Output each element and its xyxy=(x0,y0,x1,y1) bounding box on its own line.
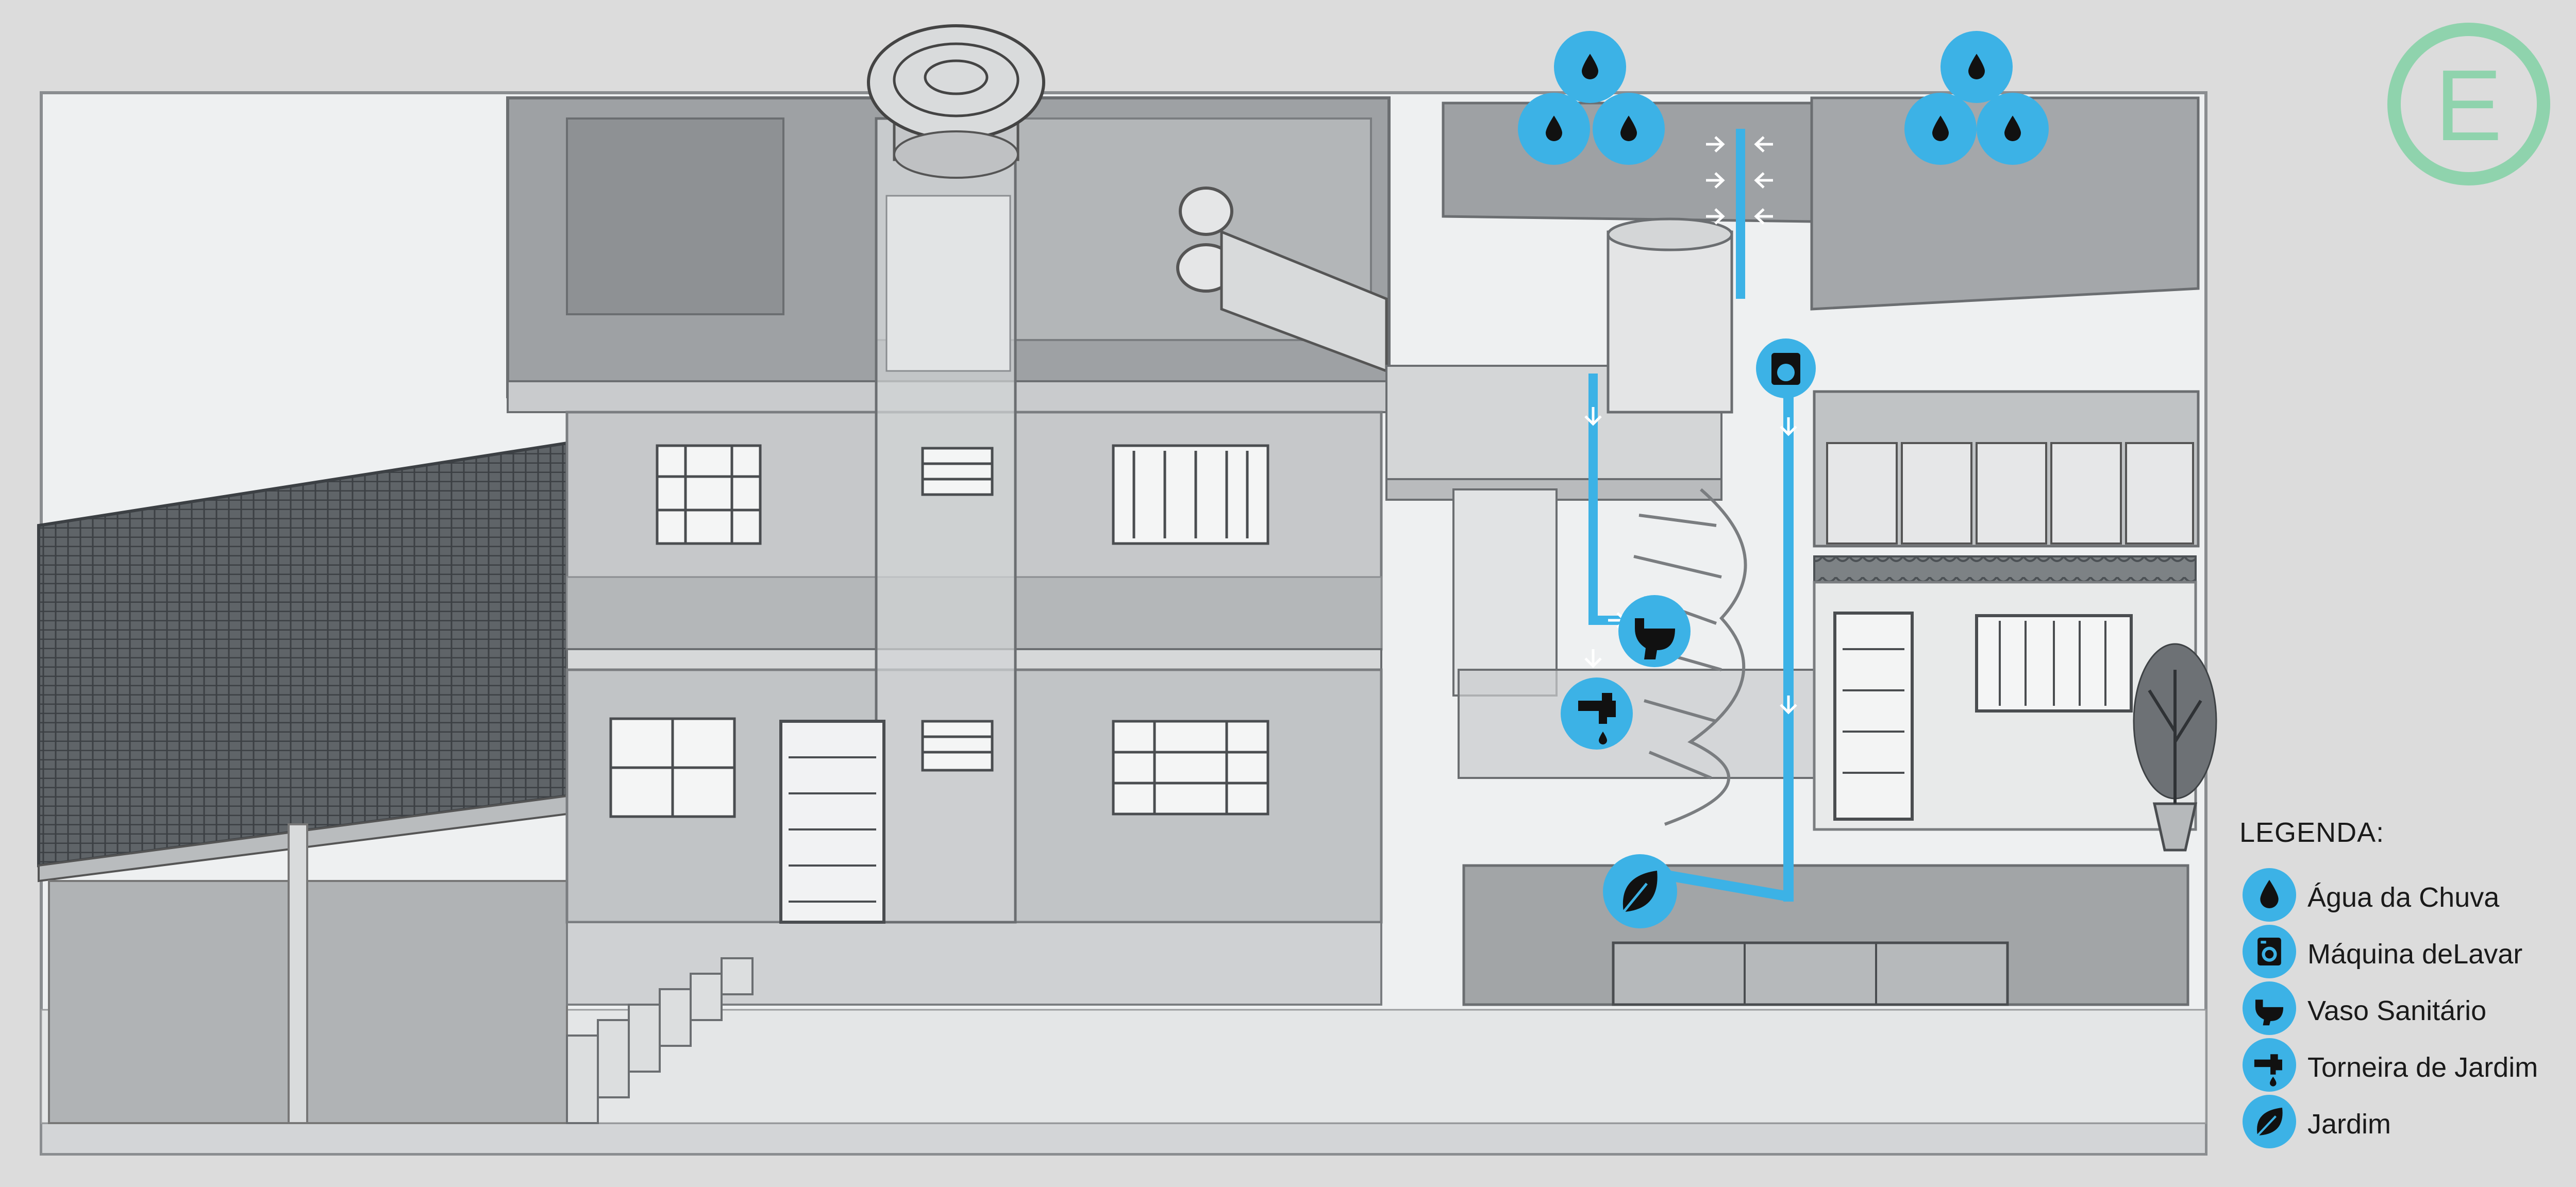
leaf-icon xyxy=(2243,1095,2296,1148)
washing-machine-marker xyxy=(1756,338,1816,398)
legend-item-toilet: Vaso Sanitário xyxy=(2239,981,2569,1038)
section-mark-ring xyxy=(2387,23,2550,185)
legend-label: Torneira de Jardim xyxy=(2307,1052,2538,1083)
tiled-roof-left xyxy=(37,441,568,1124)
legend-label: Máquina deLavar xyxy=(2307,939,2523,970)
solar-heater xyxy=(1176,186,1388,373)
legend-item-garden: Jardim xyxy=(2239,1095,2569,1151)
water-tank xyxy=(867,24,1045,179)
garden-tap-marker xyxy=(1561,677,1633,750)
garden-marker xyxy=(1603,854,1677,928)
toilet-marker xyxy=(1618,595,1691,667)
toilet-icon xyxy=(2243,981,2296,1035)
rain-drop-cluster-1 xyxy=(1518,31,1665,165)
right-building xyxy=(1385,96,2200,1006)
rain-drop-cluster-2 xyxy=(1904,31,2049,165)
potted-plant xyxy=(2133,643,2217,852)
water-drop-icon xyxy=(2243,868,2296,922)
section-mark-letter: E xyxy=(2435,49,2502,162)
garden-tap-icon xyxy=(2243,1038,2296,1092)
legend-label: Vaso Sanitário xyxy=(2307,995,2487,1026)
legend-label: Jardim xyxy=(2307,1109,2391,1140)
legend: LEGENDA: Água da Chuva Máquina deLavar V… xyxy=(2239,817,2569,1177)
legend-title: LEGENDA: xyxy=(2239,817,2385,848)
legend-item-garden-tap: Torneira de Jardim xyxy=(2239,1038,2569,1095)
washing-machine-icon xyxy=(2243,925,2296,978)
legend-label: Água da Chuva xyxy=(2307,882,2500,913)
legend-item-rainwater: Água da Chuva xyxy=(2239,868,2569,925)
legend-item-washing-machine: Máquina deLavar xyxy=(2239,925,2569,981)
rainwater-pipes xyxy=(1584,129,1797,902)
